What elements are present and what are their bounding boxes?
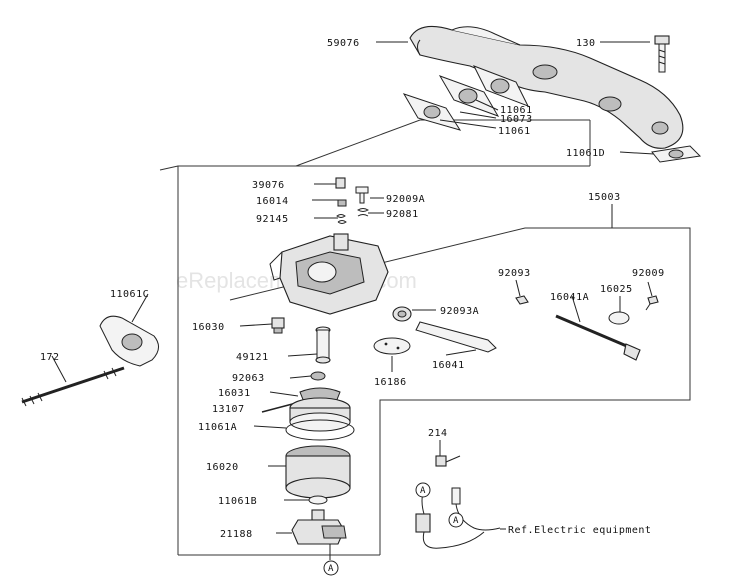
disc-16025 — [608, 311, 630, 325]
stud-172 — [21, 366, 125, 407]
label-172: 172 — [40, 352, 60, 363]
ref-marker-a-right: A — [453, 516, 459, 526]
label-130: 130 — [576, 38, 596, 49]
label-16020: 16020 — [206, 462, 239, 473]
float-chamber — [285, 397, 355, 441]
label-16014: 16014 — [256, 196, 289, 207]
washer-11061b — [308, 495, 328, 505]
label-ref-electric-equipment: Ref.Electric equipment — [508, 525, 651, 536]
label-11061b: 11061B — [218, 496, 257, 507]
shaft-16041a — [555, 314, 641, 361]
assembly-frame — [159, 119, 691, 556]
part-92093 — [515, 295, 529, 305]
label-92009: 92009 — [632, 268, 665, 279]
label-21188: 21188 — [220, 529, 253, 540]
label-92093: 92093 — [498, 268, 531, 279]
label-49121: 49121 — [236, 352, 269, 363]
label-16041a: 16041A — [550, 292, 589, 303]
label-16186: 16186 — [374, 377, 407, 388]
label-15003: 15003 — [588, 192, 621, 203]
pin-49121 — [315, 326, 331, 364]
label-92063: 92063 — [232, 373, 265, 384]
label-11061c: 11061C — [110, 289, 149, 300]
plate-16186 — [373, 337, 411, 355]
label-92145: 92145 — [256, 214, 289, 225]
electric-equipment — [415, 446, 501, 549]
label-11061-upper: 11061 — [500, 105, 533, 116]
reference-markers: A A A — [323, 482, 464, 576]
bolt-130 — [654, 35, 670, 73]
solenoid-21188 — [291, 509, 347, 545]
part-labels: 59076 130 11061 16073 11061 11061D 39076… — [40, 38, 665, 540]
label-16031: 16031 — [218, 388, 251, 399]
label-16025: 16025 — [600, 284, 633, 295]
screw-92009 — [645, 295, 659, 311]
bowl-16020 — [285, 445, 351, 499]
bushing-92093a — [392, 306, 412, 322]
top-screws — [335, 177, 369, 224]
carburetor-body — [269, 233, 389, 315]
label-11061a: 11061A — [198, 422, 237, 433]
label-214: 214 — [428, 428, 448, 439]
ref-marker-a-left: A — [420, 486, 426, 496]
label-92081: 92081 — [386, 209, 419, 220]
label-13107: 13107 — [212, 404, 245, 415]
gasket-11061d — [651, 145, 702, 163]
ring-92063 — [310, 371, 326, 381]
screw-16030 — [271, 317, 285, 334]
label-92093a: 92093A — [440, 306, 479, 317]
label-11061-lower: 11061 — [498, 126, 531, 137]
leader-lines — [51, 41, 655, 560]
label-16030: 16030 — [192, 322, 225, 333]
label-59076: 59076 — [327, 38, 360, 49]
label-92009a: 92009A — [386, 194, 425, 205]
label-11061d: 11061D — [566, 148, 605, 159]
label-39076: 39076 — [252, 180, 285, 191]
ref-marker-a-bottom: A — [328, 564, 334, 574]
label-16041: 16041 — [432, 360, 465, 371]
shaft-16041 — [415, 321, 497, 353]
label-16073: 16073 — [500, 114, 533, 125]
gasket-11061c — [99, 315, 159, 367]
